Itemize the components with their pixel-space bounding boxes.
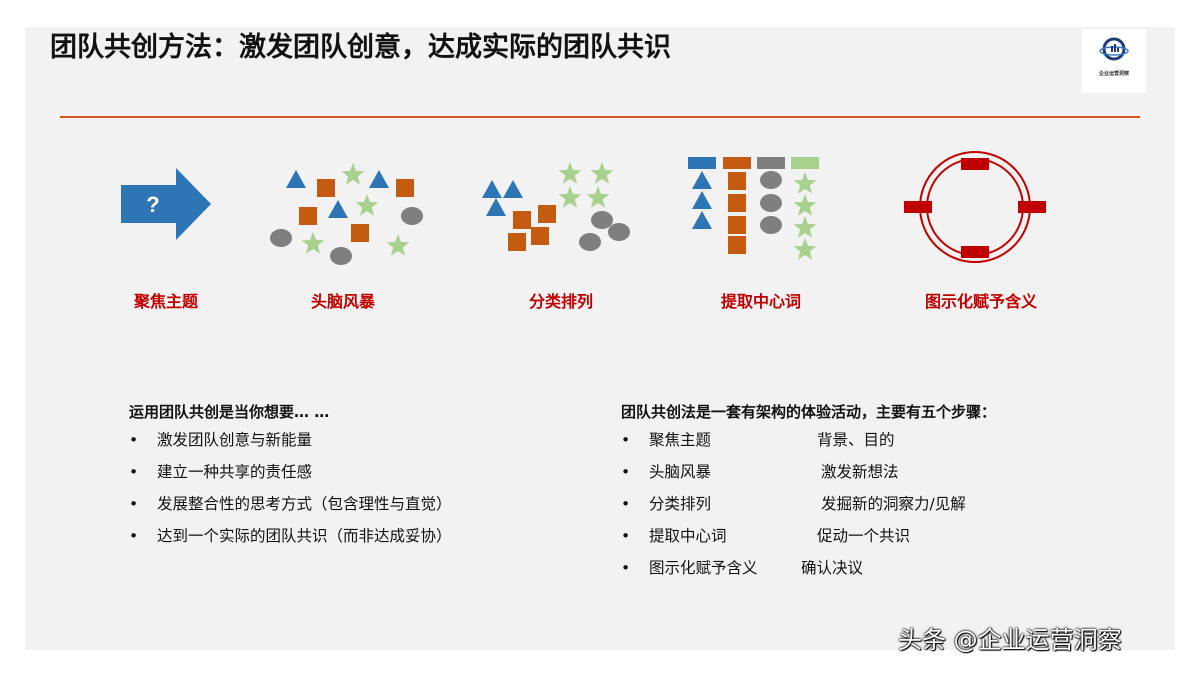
grouped-shapes-icon	[482, 162, 630, 251]
question-arrow-icon: ?	[121, 168, 211, 240]
watermark: 头条 @企业运营洞察	[898, 626, 1122, 654]
step-label-focus-topic: 聚焦主题	[133, 292, 199, 311]
step-label-categorize: 分类排列	[528, 292, 594, 311]
list-item: •提取中心词促动一个共识	[621, 527, 911, 545]
step-label-brainstorm: 头脑风暴	[310, 292, 376, 311]
step-label-keywords: 提取中心词	[720, 292, 802, 311]
sorted-columns-icon	[688, 157, 819, 260]
list-item: •头脑风暴激发新想法	[621, 463, 899, 481]
list-item: •分类排列发掘新的洞察力/见解	[621, 495, 966, 513]
logo-globe-icon	[1099, 37, 1129, 61]
header-divider	[60, 116, 1140, 118]
left-heading: 运用团队共创是当你想要… …	[129, 403, 330, 421]
slide-background	[25, 27, 1175, 650]
list-item: •发展整合性的思考方式（包含理性与直觉）	[129, 495, 452, 513]
arrow-question-mark: ?	[146, 192, 159, 217]
list-item: •达到一个实际的团队共识（而非达成妥协）	[129, 527, 452, 545]
step-label-visualize: 图示化赋予含义	[924, 292, 1038, 311]
page-title: 团队共创方法：激发团队创意，达成实际的团队共识	[50, 32, 671, 63]
ring-diagram-icon	[904, 151, 1046, 263]
logo: 企业运营洞察	[1082, 29, 1146, 93]
left-bullet-list: •激发团队创意与新能量 •建立一种共享的责任感 •发展整合性的思考方式（包含理性…	[129, 429, 549, 557]
right-bullet-list: •聚焦主题背景、目的 •头脑风暴激发新想法 •分类排列发掘新的洞察力/见解 •提…	[621, 429, 1101, 589]
step-icons: ?	[121, 151, 1046, 265]
brainstorm-shapes-icon	[270, 163, 423, 265]
list-item: •图示化赋予含义确认决议	[621, 559, 864, 577]
list-item: •聚焦主题背景、目的	[621, 431, 895, 449]
list-item: •建立一种共享的责任感	[129, 463, 313, 481]
list-item: •激发团队创意与新能量	[129, 431, 313, 449]
logo-name: 企业运营洞察	[1098, 71, 1129, 77]
right-heading: 团队共创法是一套有架构的体验活动，主要有五个步骤：	[621, 403, 997, 421]
